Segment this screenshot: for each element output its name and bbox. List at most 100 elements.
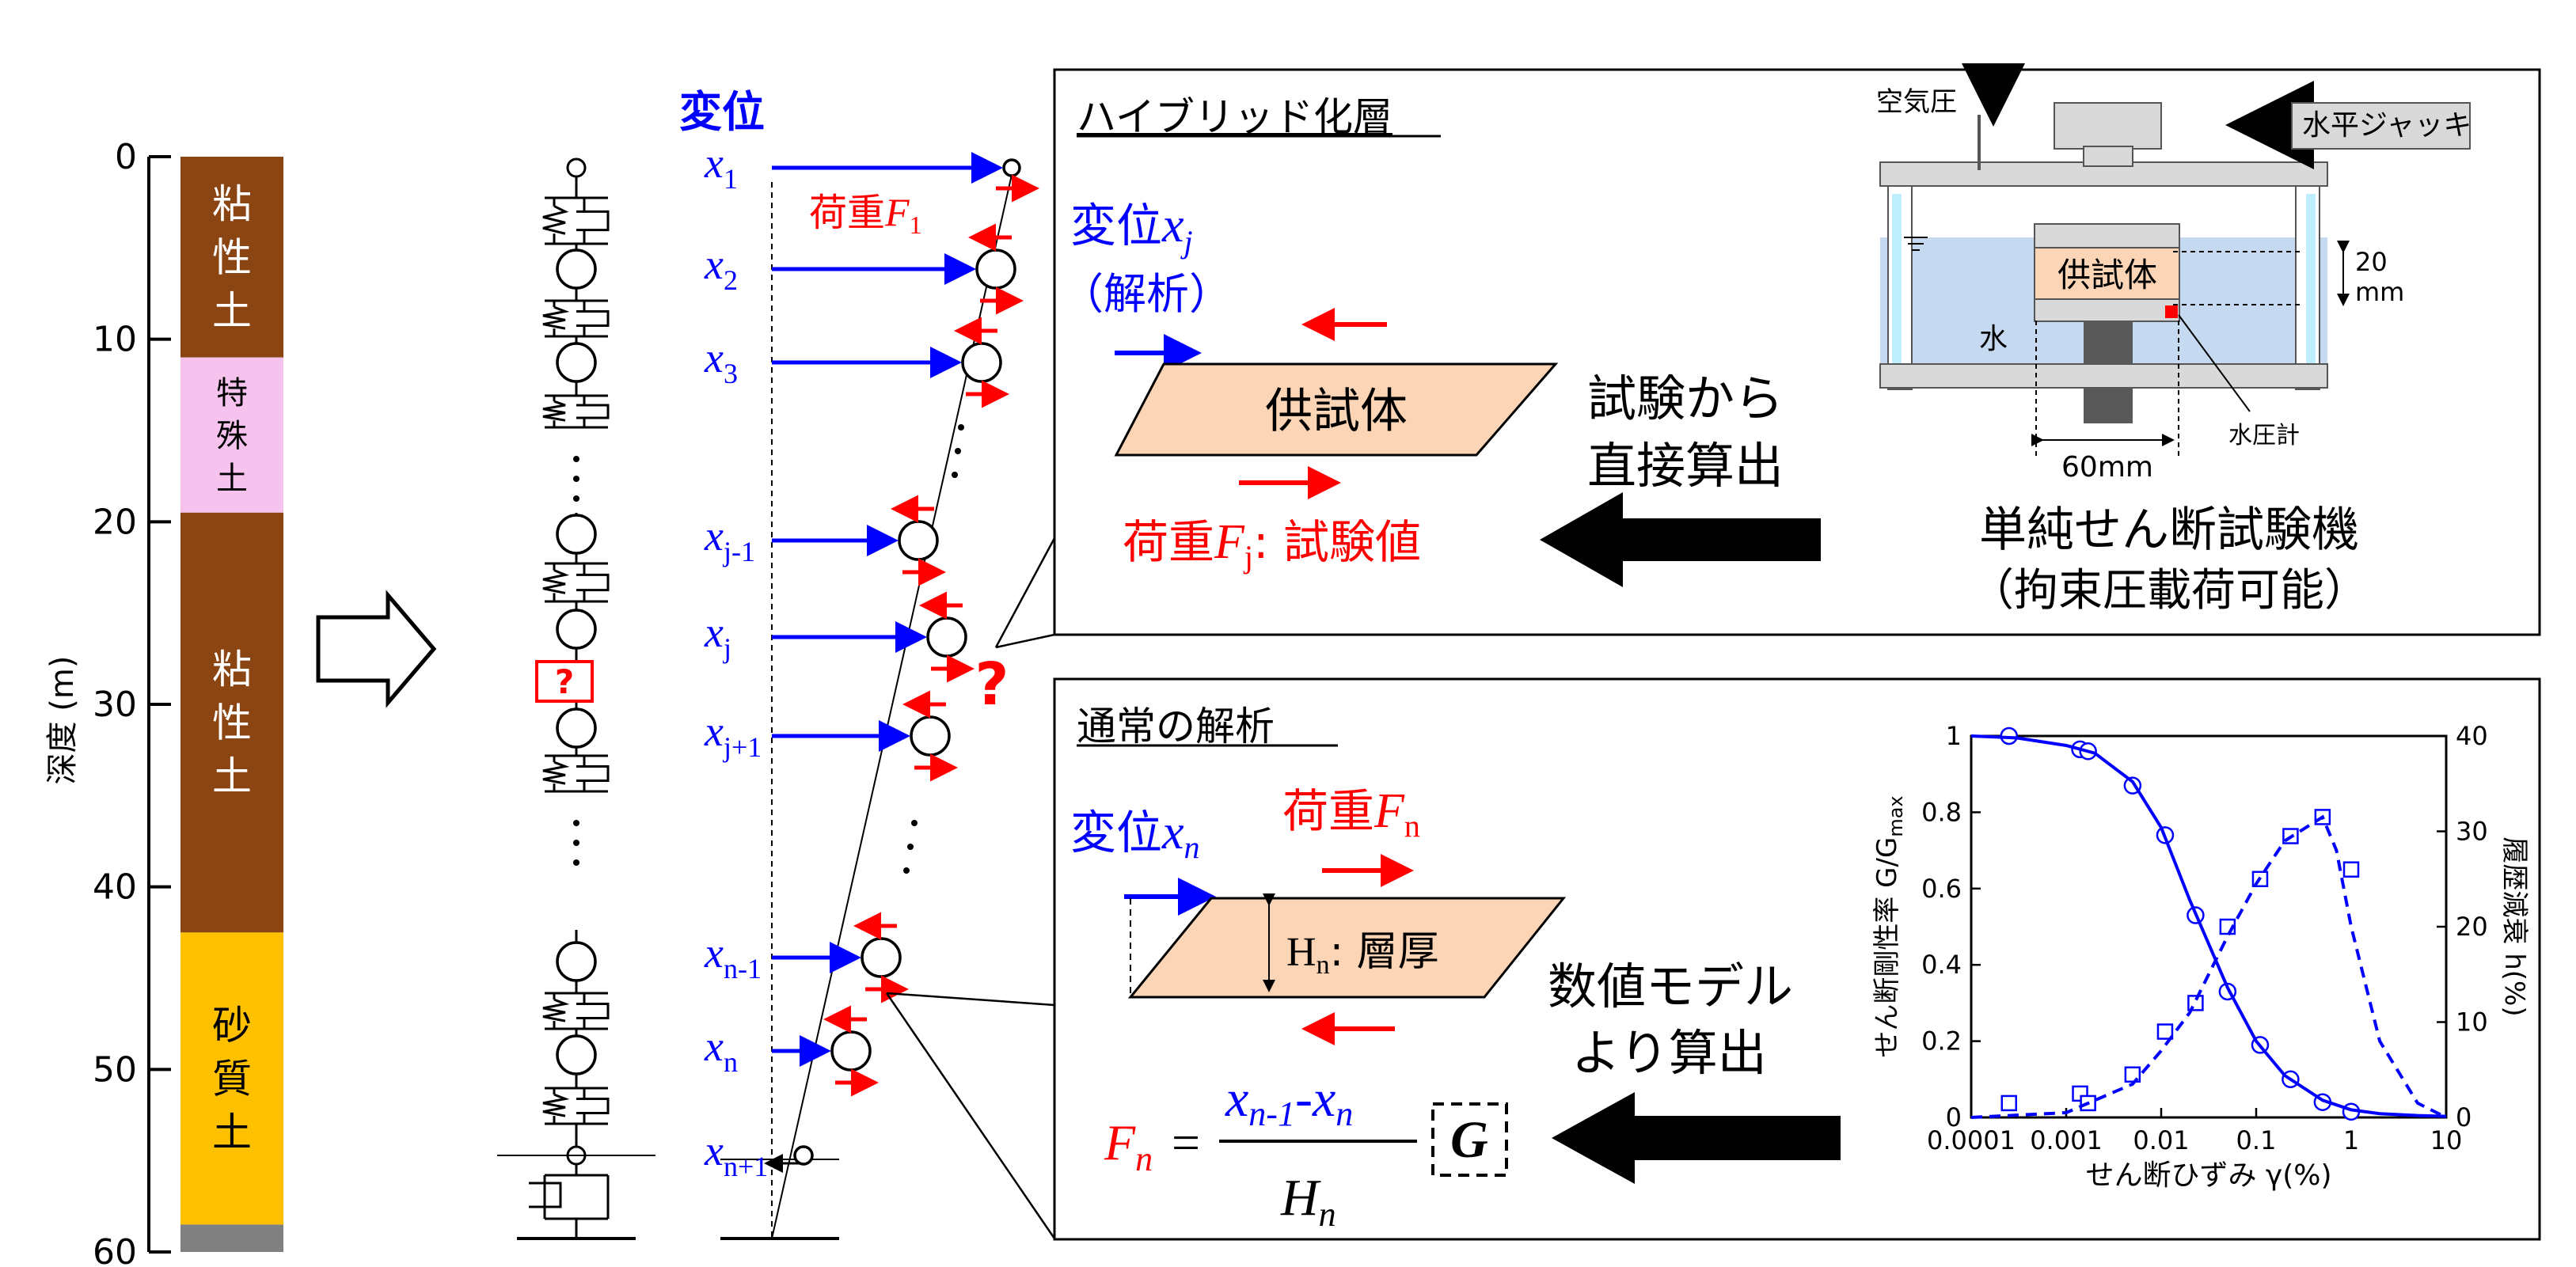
depth-tick-label: 10 bbox=[93, 320, 137, 360]
disp-label-3: x3 bbox=[704, 334, 738, 389]
deformed-model bbox=[720, 158, 1039, 1240]
spring-mass-model bbox=[497, 157, 655, 1240]
soil-layer-4 bbox=[180, 1224, 283, 1252]
deformed-node bbox=[861, 937, 902, 978]
soil-layer-label-char: 土 bbox=[212, 753, 252, 799]
mass-node bbox=[556, 707, 597, 749]
y-left-tick-label: 0.6 bbox=[1921, 874, 1962, 904]
deformed-node bbox=[910, 715, 951, 757]
hollow-right-arrow-icon bbox=[316, 590, 437, 708]
normal-disp-label: 変位xn bbox=[1070, 806, 1200, 865]
direct-calc-line2: 直接算出 bbox=[1587, 437, 1784, 495]
pore-gauge-label: 水圧計 bbox=[2228, 422, 2300, 450]
hybrid-specimen-label: 供試体 bbox=[1265, 384, 1408, 439]
displacement-heading: 変位 bbox=[679, 87, 765, 137]
y-left-tick-label: 0.2 bbox=[1921, 1026, 1962, 1056]
soil-layer-3 bbox=[180, 932, 283, 1225]
callout-lines bbox=[885, 537, 1056, 1239]
damping-point bbox=[2000, 1094, 2018, 1112]
deformed-node bbox=[961, 342, 1002, 383]
formula-equals: = bbox=[1172, 1114, 1200, 1170]
depth-tick-label: 40 bbox=[93, 867, 137, 908]
normal-big-arrow bbox=[1552, 1092, 1841, 1184]
soil-layer-1 bbox=[180, 357, 283, 513]
soil-layer-label-char: 土 bbox=[212, 1110, 252, 1155]
formula-numerator: xn-1-xn bbox=[1225, 1070, 1353, 1133]
y-right-tick-label: 40 bbox=[2456, 721, 2488, 751]
deformed-node bbox=[926, 616, 967, 658]
jack-label: 水平ジャッキ bbox=[2302, 109, 2472, 142]
normal-analysis-panel: 通常の解析 変位xn 荷重Fn Hn: 層厚 数値モデル より算出 Fn = x… bbox=[1053, 677, 2541, 1241]
x-tick-label: 0.001 bbox=[2030, 1125, 2103, 1155]
deformed-node bbox=[793, 1145, 814, 1166]
hybrid-big-arrow bbox=[1540, 492, 1821, 587]
formula-modulus: G bbox=[1450, 1111, 1488, 1169]
soil-layer-label-char: 殊 bbox=[216, 418, 248, 454]
hybrid-disp-label: 変位xj bbox=[1070, 199, 1193, 260]
modulus-fit-curve bbox=[1970, 734, 2447, 1118]
deformed-node bbox=[1002, 158, 1021, 177]
mass-node bbox=[556, 342, 597, 383]
soil-layer-label-char: 性 bbox=[212, 700, 252, 746]
x-tick-label: 0.0001 bbox=[1927, 1125, 2016, 1155]
machine-line2: （拘束圧載荷可能） bbox=[1970, 565, 2369, 616]
mass-node bbox=[556, 248, 597, 290]
y-left-tick-label: 0.4 bbox=[1921, 950, 1962, 980]
deformed-node bbox=[830, 1030, 872, 1072]
y-left-tick-label: 0.8 bbox=[1921, 797, 1962, 827]
soil-layer-label-char: 粘 bbox=[212, 181, 252, 227]
depth-tick-label: 50 bbox=[93, 1049, 137, 1090]
soil-layer-label-char: 土 bbox=[216, 461, 248, 497]
deformed-node bbox=[975, 248, 1016, 290]
soil-layer-label-char: 質 bbox=[212, 1056, 252, 1102]
soil-layer-2 bbox=[180, 512, 283, 933]
damping-fit-curve bbox=[1970, 814, 2447, 1119]
depth-tick-label: 30 bbox=[93, 685, 137, 725]
question-mark: ? bbox=[975, 651, 1009, 719]
mass-node bbox=[556, 514, 597, 555]
depth-tick-label: 0 bbox=[115, 137, 137, 177]
soil-layer-label-char: 粘 bbox=[212, 647, 252, 692]
normal-panel-title: 通常の解析 bbox=[1077, 704, 1275, 749]
analysis-label: （解析） bbox=[1061, 269, 1232, 319]
layer-thickness-label: Hn: 層厚 bbox=[1286, 928, 1439, 980]
air-pressure-label: 空気圧 bbox=[1876, 86, 1957, 118]
mass-node bbox=[556, 609, 597, 650]
hybrid-specimen-shape bbox=[1114, 362, 1559, 457]
soil-layer-label-char: 砂 bbox=[212, 1003, 252, 1049]
y-left-tick-label: 1 bbox=[1946, 721, 1962, 751]
y-right-tick-label: 20 bbox=[2456, 912, 2488, 942]
model-calc-line2: より算出 bbox=[1571, 1024, 1767, 1082]
formula-lhs: Fn bbox=[1104, 1114, 1153, 1178]
hybrid-panel-title: ハイブリッド化層 bbox=[1077, 94, 1392, 140]
x-tick-label: 0.1 bbox=[2236, 1125, 2277, 1155]
disp-label-1: x1 bbox=[704, 139, 738, 195]
disp-label-2: x2 bbox=[704, 241, 738, 296]
mass-node bbox=[556, 1034, 597, 1075]
disp-label-n+1: xn+1 bbox=[704, 1127, 768, 1182]
x-tick-label: 1 bbox=[2343, 1125, 2359, 1155]
height-value-label: 20 bbox=[2355, 247, 2388, 277]
apparatus-specimen-label: 供試体 bbox=[2057, 256, 2157, 294]
y-right-axis-label: 履歴減衰 h(%) bbox=[2498, 836, 2530, 1016]
disp-label-j-1: xj-1 bbox=[704, 512, 755, 567]
normal-specimen-shape bbox=[1127, 897, 1567, 999]
shear-apparatus: 空気圧 水平ジャッキ 供試体 水 20 mm 60mm 水圧計 bbox=[1876, 63, 2472, 484]
depth-tick-label: 60 bbox=[93, 1232, 137, 1267]
deformed-node bbox=[898, 520, 939, 561]
top-node bbox=[566, 157, 587, 178]
disp-label-j: xj bbox=[704, 609, 731, 664]
width-label: 60mm bbox=[2061, 451, 2153, 484]
soil-layer-label-char: 土 bbox=[212, 288, 252, 334]
y-right-tick-label: 30 bbox=[2456, 817, 2488, 847]
height-unit-label: mm bbox=[2355, 277, 2404, 307]
disp-label-n: xn bbox=[704, 1022, 738, 1078]
y-left-tick-label: 0 bbox=[1946, 1102, 1962, 1132]
soil-layer-0 bbox=[180, 157, 283, 358]
damping-point bbox=[2342, 861, 2360, 878]
